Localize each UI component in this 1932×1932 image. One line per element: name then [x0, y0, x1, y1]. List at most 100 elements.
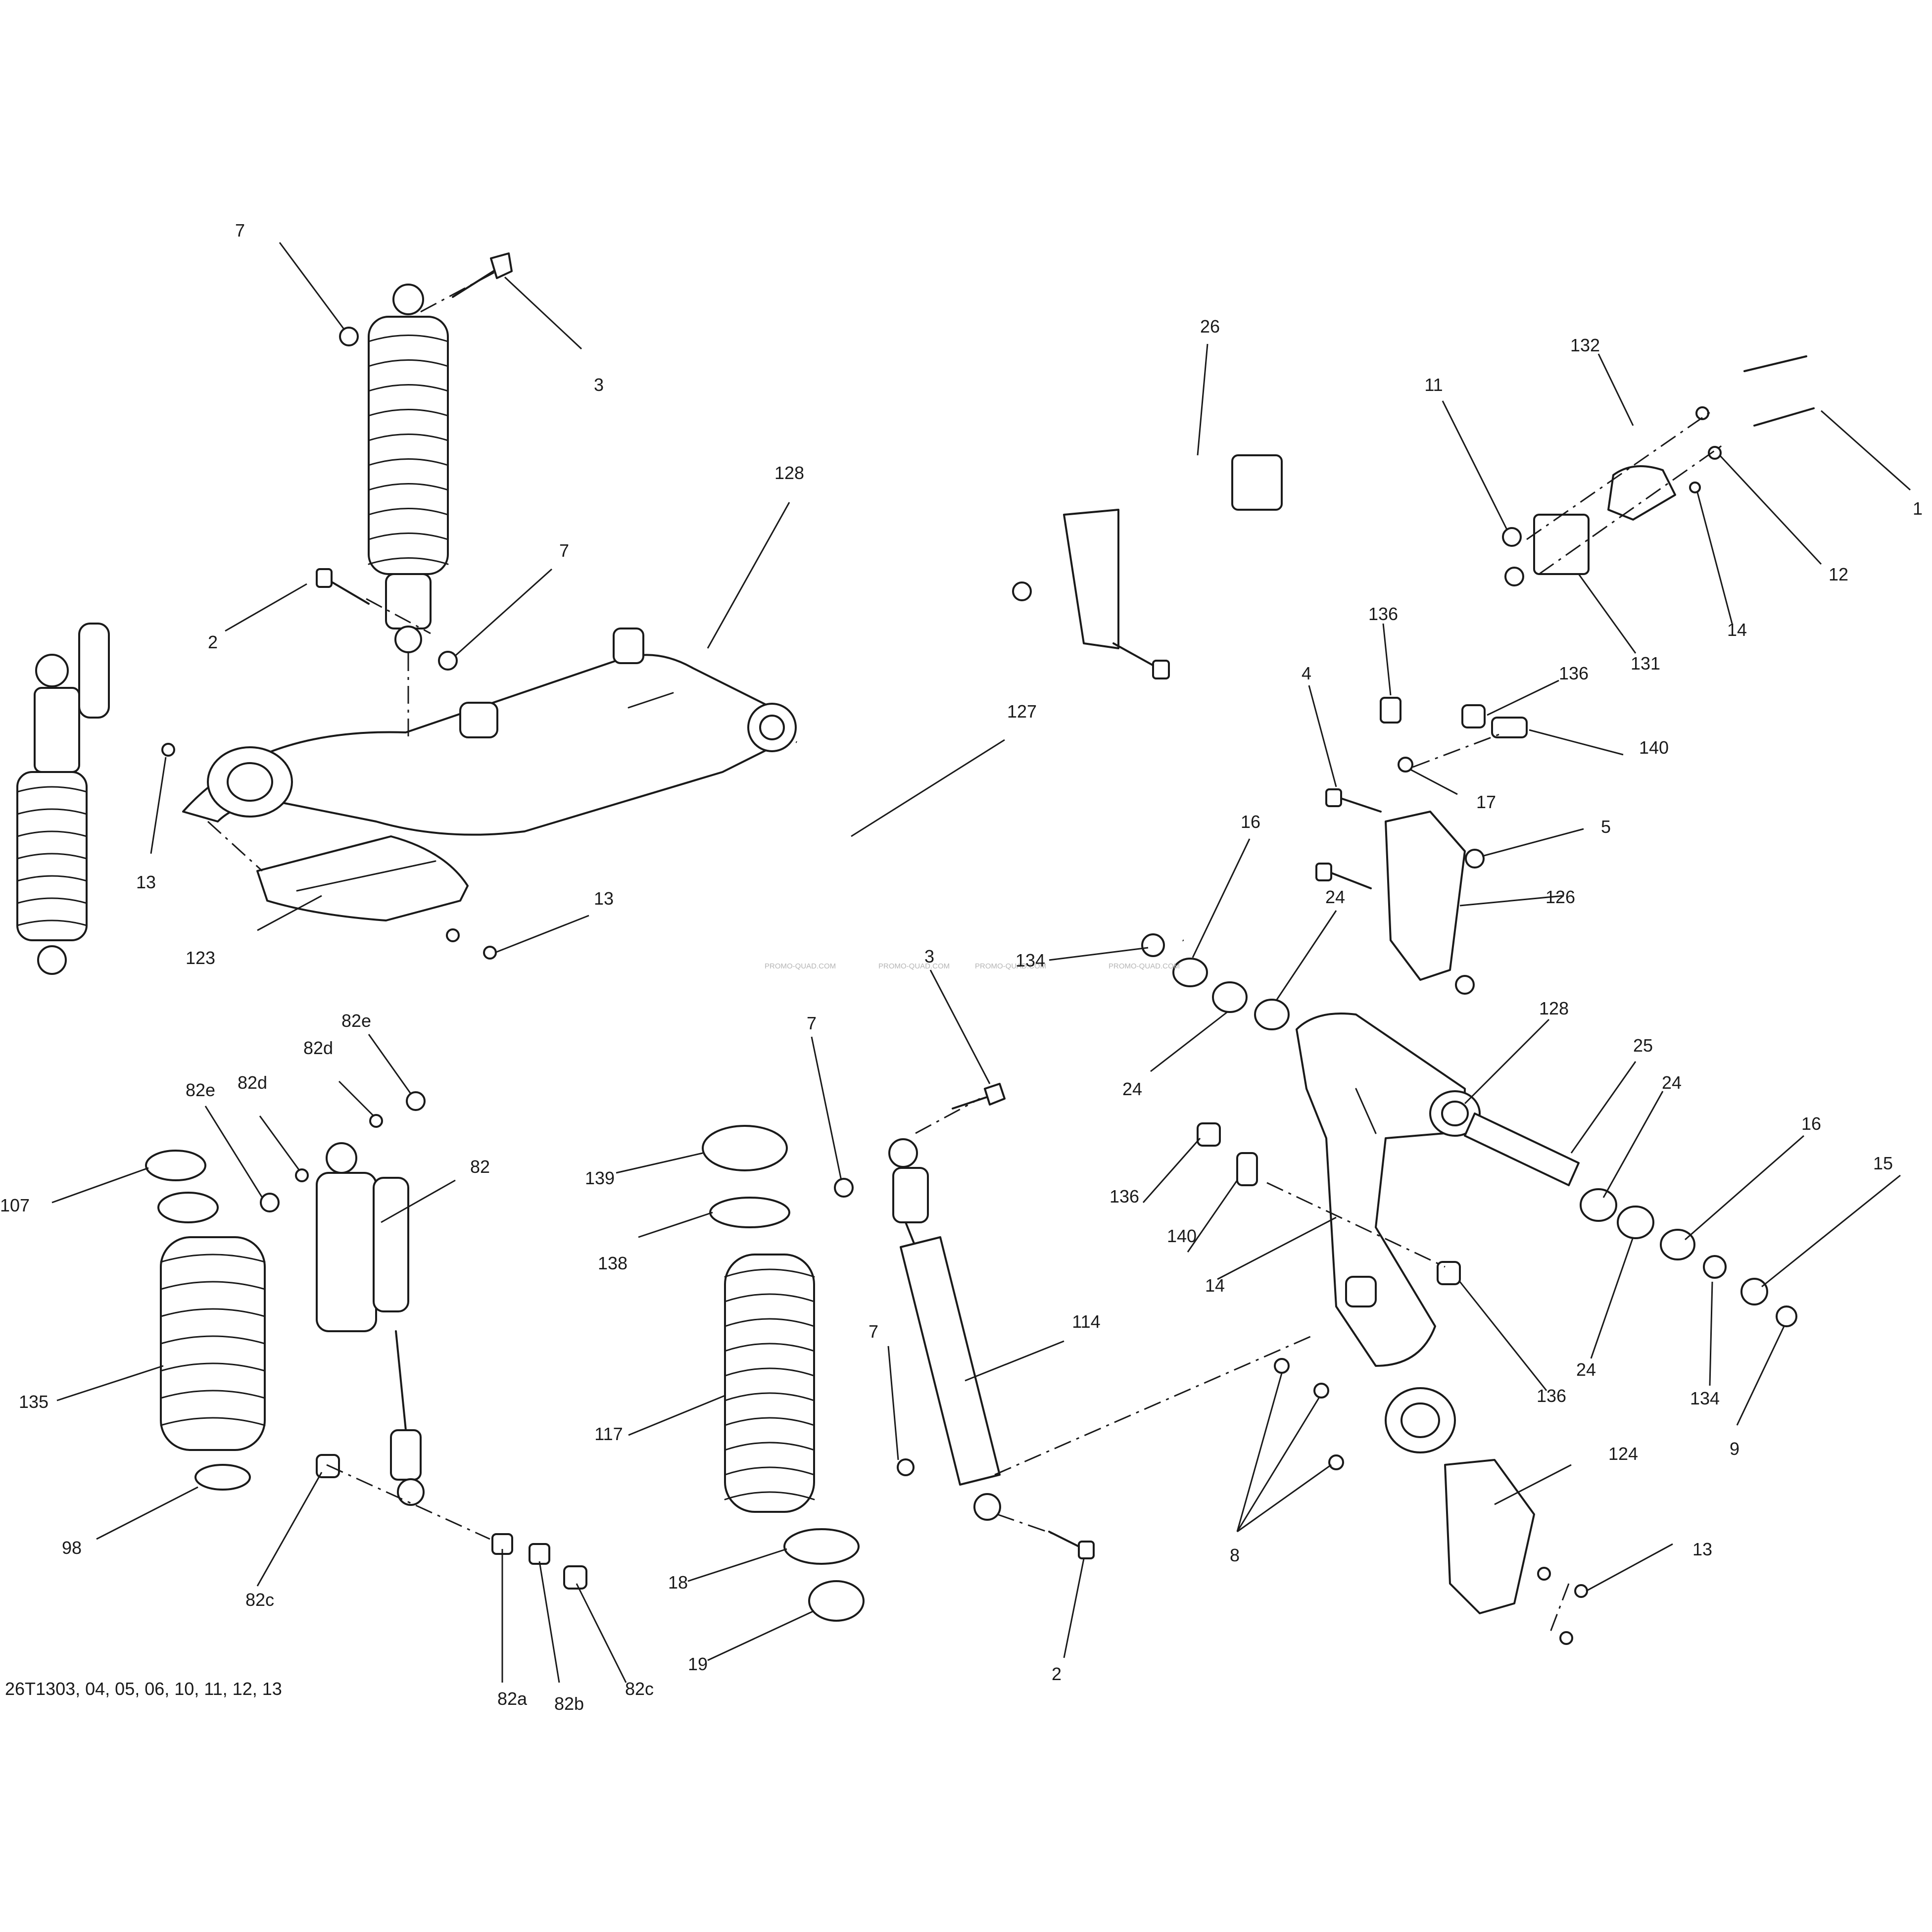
- spacer-82e-b: [260, 1193, 280, 1212]
- spring-clip-98: [194, 1464, 251, 1491]
- bushing-block-131: [1533, 514, 1590, 575]
- nut-8-c: [1328, 1454, 1344, 1470]
- spring-seat-18: [783, 1528, 860, 1565]
- callout-14-lower: 14: [1205, 1275, 1225, 1296]
- screw-13-d: [1537, 1567, 1551, 1581]
- nut-5: [1465, 849, 1485, 869]
- screw-13-e: [1574, 1584, 1588, 1598]
- callout-82e-bottom: 82e: [186, 1080, 215, 1100]
- callout-4: 4: [1302, 663, 1311, 683]
- bearing-24-d: [1617, 1206, 1654, 1239]
- callout-26: 26: [1200, 316, 1220, 337]
- callout-117: 117: [594, 1424, 623, 1444]
- callout-139: 139: [585, 1168, 615, 1188]
- nut-7-top: [339, 327, 359, 346]
- skid-plate-124: [1444, 1459, 1535, 1614]
- washer-82d-b: [295, 1168, 309, 1182]
- svg-text:PROMO-QUAD.COM: PROMO-QUAD.COM: [765, 962, 836, 970]
- shock-absorber-114: [888, 1138, 1001, 1521]
- nut-11-a: [1502, 527, 1522, 547]
- callout-11: 11: [1424, 375, 1443, 395]
- screw-13-f: [1559, 1631, 1573, 1645]
- callout-8: 8: [1230, 1545, 1240, 1565]
- nut-8-b: [1313, 1383, 1329, 1399]
- bushing-134-a: [1141, 933, 1165, 957]
- callout-5: 5: [1601, 817, 1611, 837]
- svg-text:PROMO-QUAD.COM: PROMO-QUAD.COM: [878, 962, 950, 970]
- frame-mount-126: [1385, 811, 1466, 981]
- seal-16-a: [1172, 958, 1208, 987]
- seal-16-b: [1660, 1229, 1695, 1260]
- upper-left-a-arm: [182, 628, 797, 836]
- washer-12-b: [1708, 446, 1722, 460]
- screw-13-b: [446, 928, 460, 942]
- nut-mount-left: [1012, 581, 1032, 601]
- callout-136-a: 136: [1368, 604, 1398, 624]
- callout-123: 123: [186, 948, 215, 968]
- bushing-136-c: [1197, 1122, 1221, 1147]
- washer-15: [1740, 1278, 1768, 1305]
- callout-134-top: 134: [1015, 950, 1045, 970]
- spring-seat-139: [702, 1125, 788, 1171]
- callout-128-lower: 128: [1539, 998, 1569, 1018]
- adjuster-ring-19: [808, 1580, 865, 1622]
- callout-140-top: 140: [1639, 737, 1669, 758]
- lower-right-a-arm: [1296, 1013, 1481, 1453]
- bushing-136-a: [1380, 697, 1401, 724]
- adjuster-ring-107-b: [157, 1192, 219, 1223]
- callout-82a: 82a: [497, 1689, 528, 1709]
- bolt-mount-left: [1112, 642, 1170, 679]
- callout-24-top-right: 24: [1325, 887, 1345, 907]
- callout-136-c: 136: [1110, 1186, 1139, 1207]
- callout-82e-top: 82e: [341, 1011, 371, 1031]
- callout-15: 15: [1873, 1153, 1893, 1173]
- spring-117: [724, 1254, 815, 1513]
- callout-3-lower: 3: [924, 946, 934, 966]
- callout-138: 138: [598, 1253, 628, 1273]
- shock-absorber-82: [316, 1142, 425, 1506]
- bushing-136-b: [1461, 704, 1486, 728]
- callout-13-skid-left: 13: [594, 888, 614, 909]
- sleeve-140-a: [1491, 717, 1528, 738]
- svg-text:PROMO-QUAD.COM: PROMO-QUAD.COM: [975, 962, 1046, 970]
- callout-7-shock-114-bottom: 7: [869, 1321, 878, 1342]
- svg-text:PROMO-QUAD.COM: PROMO-QUAD.COM: [1109, 962, 1180, 970]
- callout-82c-left: 82c: [245, 1590, 274, 1610]
- bolt-4: [1325, 788, 1382, 813]
- callout-134-right: 134: [1690, 1388, 1720, 1408]
- bolt-1-b: [1753, 407, 1815, 427]
- washer-12-a: [1695, 406, 1709, 420]
- callout-126: 126: [1546, 887, 1575, 907]
- bolt-126: [1315, 863, 1372, 889]
- washer-82d-a: [369, 1114, 383, 1128]
- callout-82b: 82b: [554, 1693, 584, 1714]
- bearing-24-a: [1212, 981, 1248, 1013]
- callout-1: 1: [1913, 498, 1923, 519]
- callout-82d-top: 82d: [303, 1038, 333, 1058]
- sleeve-25: [1464, 1112, 1580, 1186]
- callout-107: 107: [0, 1195, 30, 1215]
- callout-17: 17: [1476, 792, 1496, 812]
- nut-7-lower: [438, 651, 458, 671]
- callout-2-upper: 2: [208, 632, 218, 652]
- spring-clip-138: [709, 1197, 790, 1228]
- callout-19: 19: [688, 1654, 708, 1674]
- screw-13-a: [161, 743, 175, 757]
- bushing-136-d: [1437, 1261, 1461, 1285]
- bushing-134-b: [1703, 1255, 1727, 1279]
- spring-135: [160, 1236, 266, 1451]
- upper-left-shock-absorber: [368, 284, 449, 653]
- sleeve-82b: [529, 1543, 550, 1565]
- callout-13-left: 13: [136, 872, 156, 892]
- nut-8-a: [1274, 1358, 1290, 1374]
- callout-labels: 7 3 2 7 128 127 13 123 13 26 132 11 1 12…: [0, 220, 1923, 1714]
- callout-16-top: 16: [1241, 812, 1260, 832]
- pivot-shaft-127: [795, 740, 1184, 943]
- screw-13-c: [483, 946, 497, 960]
- bearing-24-b: [1254, 999, 1290, 1030]
- callout-136-d: 136: [1537, 1386, 1566, 1406]
- leader-lines: [51, 242, 1911, 1683]
- bushing-82c-b: [563, 1565, 587, 1590]
- spacer-82e-a: [406, 1091, 426, 1111]
- callout-131: 131: [1631, 653, 1660, 674]
